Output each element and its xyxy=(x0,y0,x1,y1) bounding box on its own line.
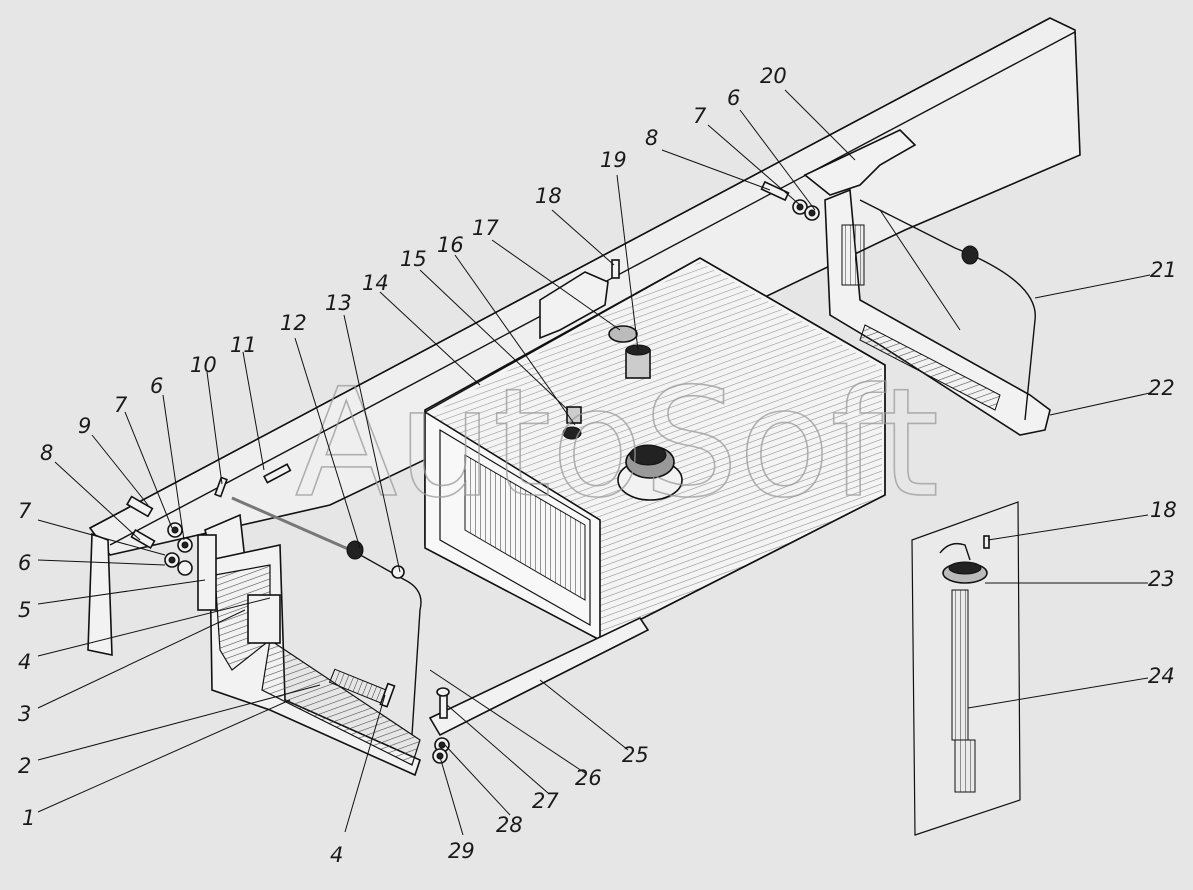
callout-7-right: 7 xyxy=(693,104,707,128)
tank-top-fittings xyxy=(539,271,651,440)
watermark: AutoSoft xyxy=(295,357,939,531)
right-hardware xyxy=(611,180,820,279)
callout-13: 13 xyxy=(325,291,352,315)
bottom-guard xyxy=(428,616,650,737)
callout-6-left: 6 xyxy=(18,551,31,575)
callout-6-upper: 6 xyxy=(150,374,163,398)
frame-end-plate xyxy=(87,532,113,656)
callout-16: 16 xyxy=(437,233,464,257)
bottom-bolts xyxy=(432,687,450,764)
callout-20: 20 xyxy=(760,64,787,88)
callout-26: 26 xyxy=(575,766,602,790)
left-bracket-assembly xyxy=(197,513,421,777)
callout-24: 24 xyxy=(1148,664,1175,688)
callout-4-left: 4 xyxy=(18,650,31,674)
callout-11: 11 xyxy=(230,333,257,357)
callout-9: 9 xyxy=(78,414,91,438)
callout-23: 23 xyxy=(1148,567,1175,591)
callout-19: 19 xyxy=(600,148,627,172)
callout-8-left: 8 xyxy=(40,441,53,465)
callout-27: 27 xyxy=(532,789,559,813)
callout-5: 5 xyxy=(18,598,31,622)
callout-22: 22 xyxy=(1148,376,1175,400)
callout-18-right: 18 xyxy=(1150,498,1177,522)
callout-21: 21 xyxy=(1150,258,1177,282)
callout-3: 3 xyxy=(18,702,31,726)
callout-18-top: 18 xyxy=(535,184,562,208)
callout-28: 28 xyxy=(496,813,523,837)
callout-15: 15 xyxy=(400,247,427,271)
callout-17: 17 xyxy=(472,216,499,240)
callout-29: 29 xyxy=(448,839,475,863)
left-hardware xyxy=(126,463,396,708)
tank-filler-neck xyxy=(617,444,683,501)
callout-6-right: 6 xyxy=(727,86,740,110)
callout-25: 25 xyxy=(622,743,649,767)
left-strap xyxy=(231,496,422,736)
callout-8-right: 8 xyxy=(645,126,658,150)
callout-10: 10 xyxy=(190,353,217,377)
right-bracket-assembly xyxy=(803,129,1051,436)
callout-7-left: 7 xyxy=(18,499,32,523)
callout-12: 12 xyxy=(280,311,307,335)
leader-lines xyxy=(37,89,1151,836)
callout-2: 2 xyxy=(18,754,31,778)
callout-labels: 1 2 3 4 4 5 6 6 6 7 7 7 8 8 9 10 11 12 1… xyxy=(18,64,1177,867)
callout-7-upper: 7 xyxy=(114,393,128,417)
callout-1: 1 xyxy=(22,806,35,830)
callout-4-bottom: 4 xyxy=(330,843,343,867)
fuel-sender-panel xyxy=(911,501,1021,836)
callout-14: 14 xyxy=(362,271,389,295)
